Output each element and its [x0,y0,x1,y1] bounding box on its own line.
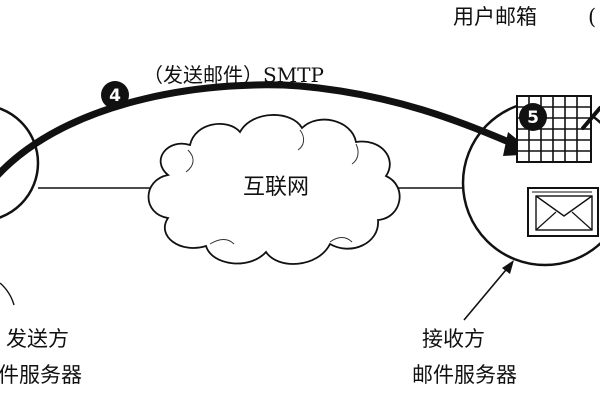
sender-label-line1: 发送方 [6,327,69,351]
step-4-number: 4 [109,86,121,106]
step-5-badge: 5 [519,103,547,131]
step-4-badge: 4 [101,81,129,109]
internet-label: 互联网 [243,175,309,200]
mail-envelopes [527,187,599,237]
receiver-leader-arrow [463,260,514,321]
receiver-label-line1: 接收方 [422,327,485,351]
step-5-number: 5 [527,108,539,128]
receiver-label-line2: 邮件服务器 [412,363,517,387]
mailbox-label: 用户邮箱 [453,5,537,29]
smtp-label: （发送邮件）SMTP [143,63,324,87]
sender-label-line2: 件服务器 [0,363,82,387]
internet-cloud [147,114,401,265]
sender-server [0,107,40,219]
mailbox-paren: ( [588,5,596,29]
sender-leader-line [0,282,15,306]
